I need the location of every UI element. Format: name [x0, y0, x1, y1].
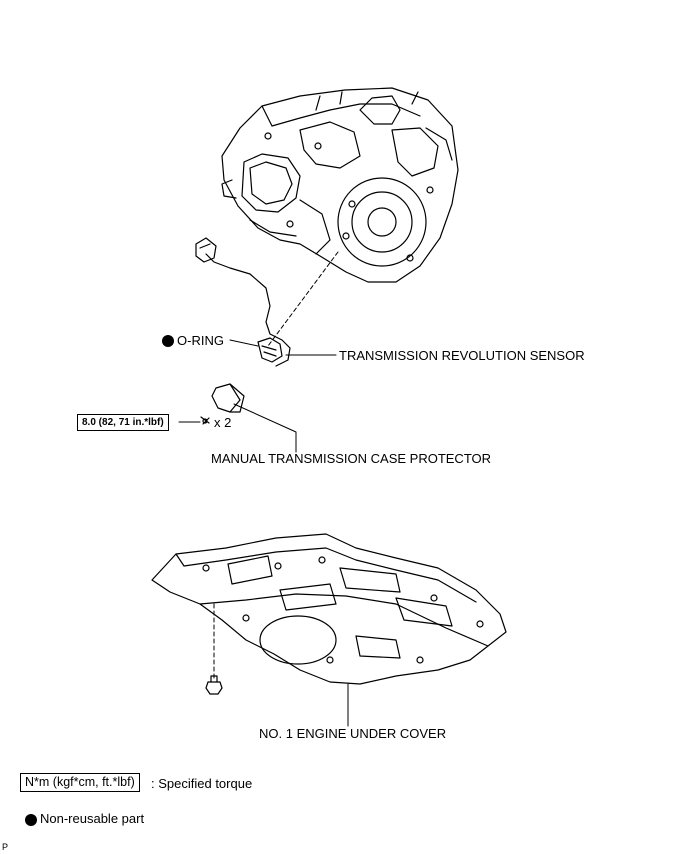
corner-mark: P [2, 842, 9, 852]
bolt-illustration [200, 416, 210, 425]
bolt-quantity-label: x 2 [214, 415, 232, 430]
sensor-guide-line [267, 251, 339, 347]
non-reusable-marker [162, 335, 174, 347]
legend-non-reusable-marker [25, 814, 37, 826]
transmission-revolution-sensor-illustration [195, 237, 291, 367]
case-protector-label: MANUAL TRANSMISSION CASE PROTECTOR [211, 451, 492, 466]
engine-under-cover-illustration [151, 533, 507, 685]
under-cover-label: NO. 1 ENGINE UNDER COVER [259, 726, 447, 741]
sensor-label: TRANSMISSION REVOLUTION SENSOR [339, 348, 585, 363]
o-ring-leader [229, 339, 259, 347]
legend-torque-unit-box: N*m (kgf*cm, ft.*lbf) [20, 773, 140, 792]
torque-spec-box: 8.0 (82, 71 in.*lbf) [77, 414, 169, 431]
case-protector-leader [233, 403, 297, 453]
legend-non-reusable-description: Non-reusable part [40, 811, 145, 826]
o-ring-label: O-RING [177, 333, 224, 348]
case-protector-illustration [211, 383, 245, 413]
clip-illustration [205, 675, 223, 695]
legend-torque-description: : Specified torque [151, 776, 253, 791]
transmission-illustration [221, 87, 459, 283]
